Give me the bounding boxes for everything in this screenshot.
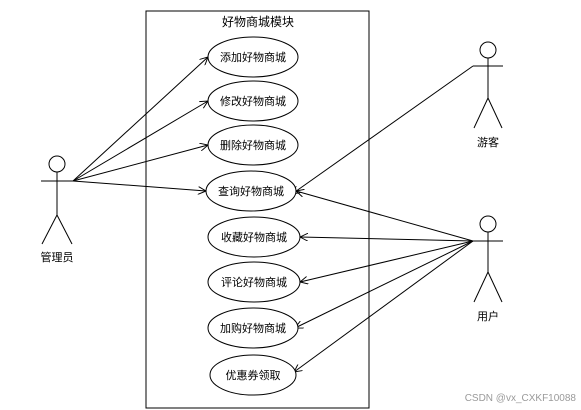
use-case-uc7: 加购好物商城	[207, 307, 299, 349]
use-case-label: 优惠券领取	[226, 368, 281, 382]
actor-user-label: 用户	[477, 309, 499, 323]
actor-head-icon	[48, 155, 66, 173]
actor-head-icon	[479, 215, 497, 233]
use-case-label: 修改好物商城	[220, 94, 286, 108]
use-case-ellipse	[207, 216, 301, 258]
assoc-user-uc8	[294, 240, 474, 372]
use-case-ellipse	[207, 307, 299, 349]
use-case-label: 删除好物商城	[220, 138, 286, 152]
use-case-uc3: 删除好物商城	[207, 124, 299, 166]
use-case-ellipse	[209, 354, 297, 396]
use-case-uc6: 评论好物商城	[207, 261, 301, 303]
use-case-label: 加购好物商城	[220, 321, 286, 335]
assoc-user-uc5	[300, 237, 474, 242]
actor-guest-label: 游客	[477, 135, 499, 149]
assoc-user-uc7	[295, 240, 474, 328]
actor-user	[473, 215, 503, 303]
system-title: 好物商城模块	[222, 14, 294, 29]
use-case-uc2: 修改好物商城	[207, 80, 299, 122]
use-case-ellipse	[207, 261, 301, 303]
assoc-admin-uc2	[72, 101, 208, 182]
actor-head-icon	[479, 41, 497, 59]
assoc-admin-uc4	[72, 180, 206, 191]
assoc-guest-uc4	[292, 65, 474, 194]
use-case-uc1: 添加好物商城	[207, 36, 299, 78]
use-case-ellipse	[207, 80, 299, 122]
use-case-label: 评论好物商城	[221, 275, 287, 289]
actor-guest	[473, 41, 503, 129]
use-case-ellipse	[207, 36, 299, 78]
use-case-label: 收藏好物商城	[221, 230, 287, 244]
actor-admin	[41, 155, 73, 245]
assoc-user-uc6	[300, 240, 474, 282]
associations	[72, 57, 474, 372]
use-case-label: 添加好物商城	[220, 50, 286, 64]
assoc-admin-uc3	[72, 145, 208, 182]
watermark: CSDN @vx_CXKF10088	[465, 393, 577, 404]
use-case-uc8: 优惠券领取	[209, 354, 297, 396]
use-case-ellipse	[207, 124, 299, 166]
actor-admin-label: 管理员	[41, 250, 74, 264]
use-case-label: 查询好物商城	[218, 184, 284, 198]
use-case-ellipse	[205, 170, 297, 212]
assoc-user-uc4	[296, 191, 474, 242]
assoc-admin-uc1	[72, 57, 208, 182]
use-case-uc5: 收藏好物商城	[207, 216, 301, 258]
use-case-uc4: 查询好物商城	[205, 170, 297, 212]
system-boundary	[145, 10, 370, 409]
